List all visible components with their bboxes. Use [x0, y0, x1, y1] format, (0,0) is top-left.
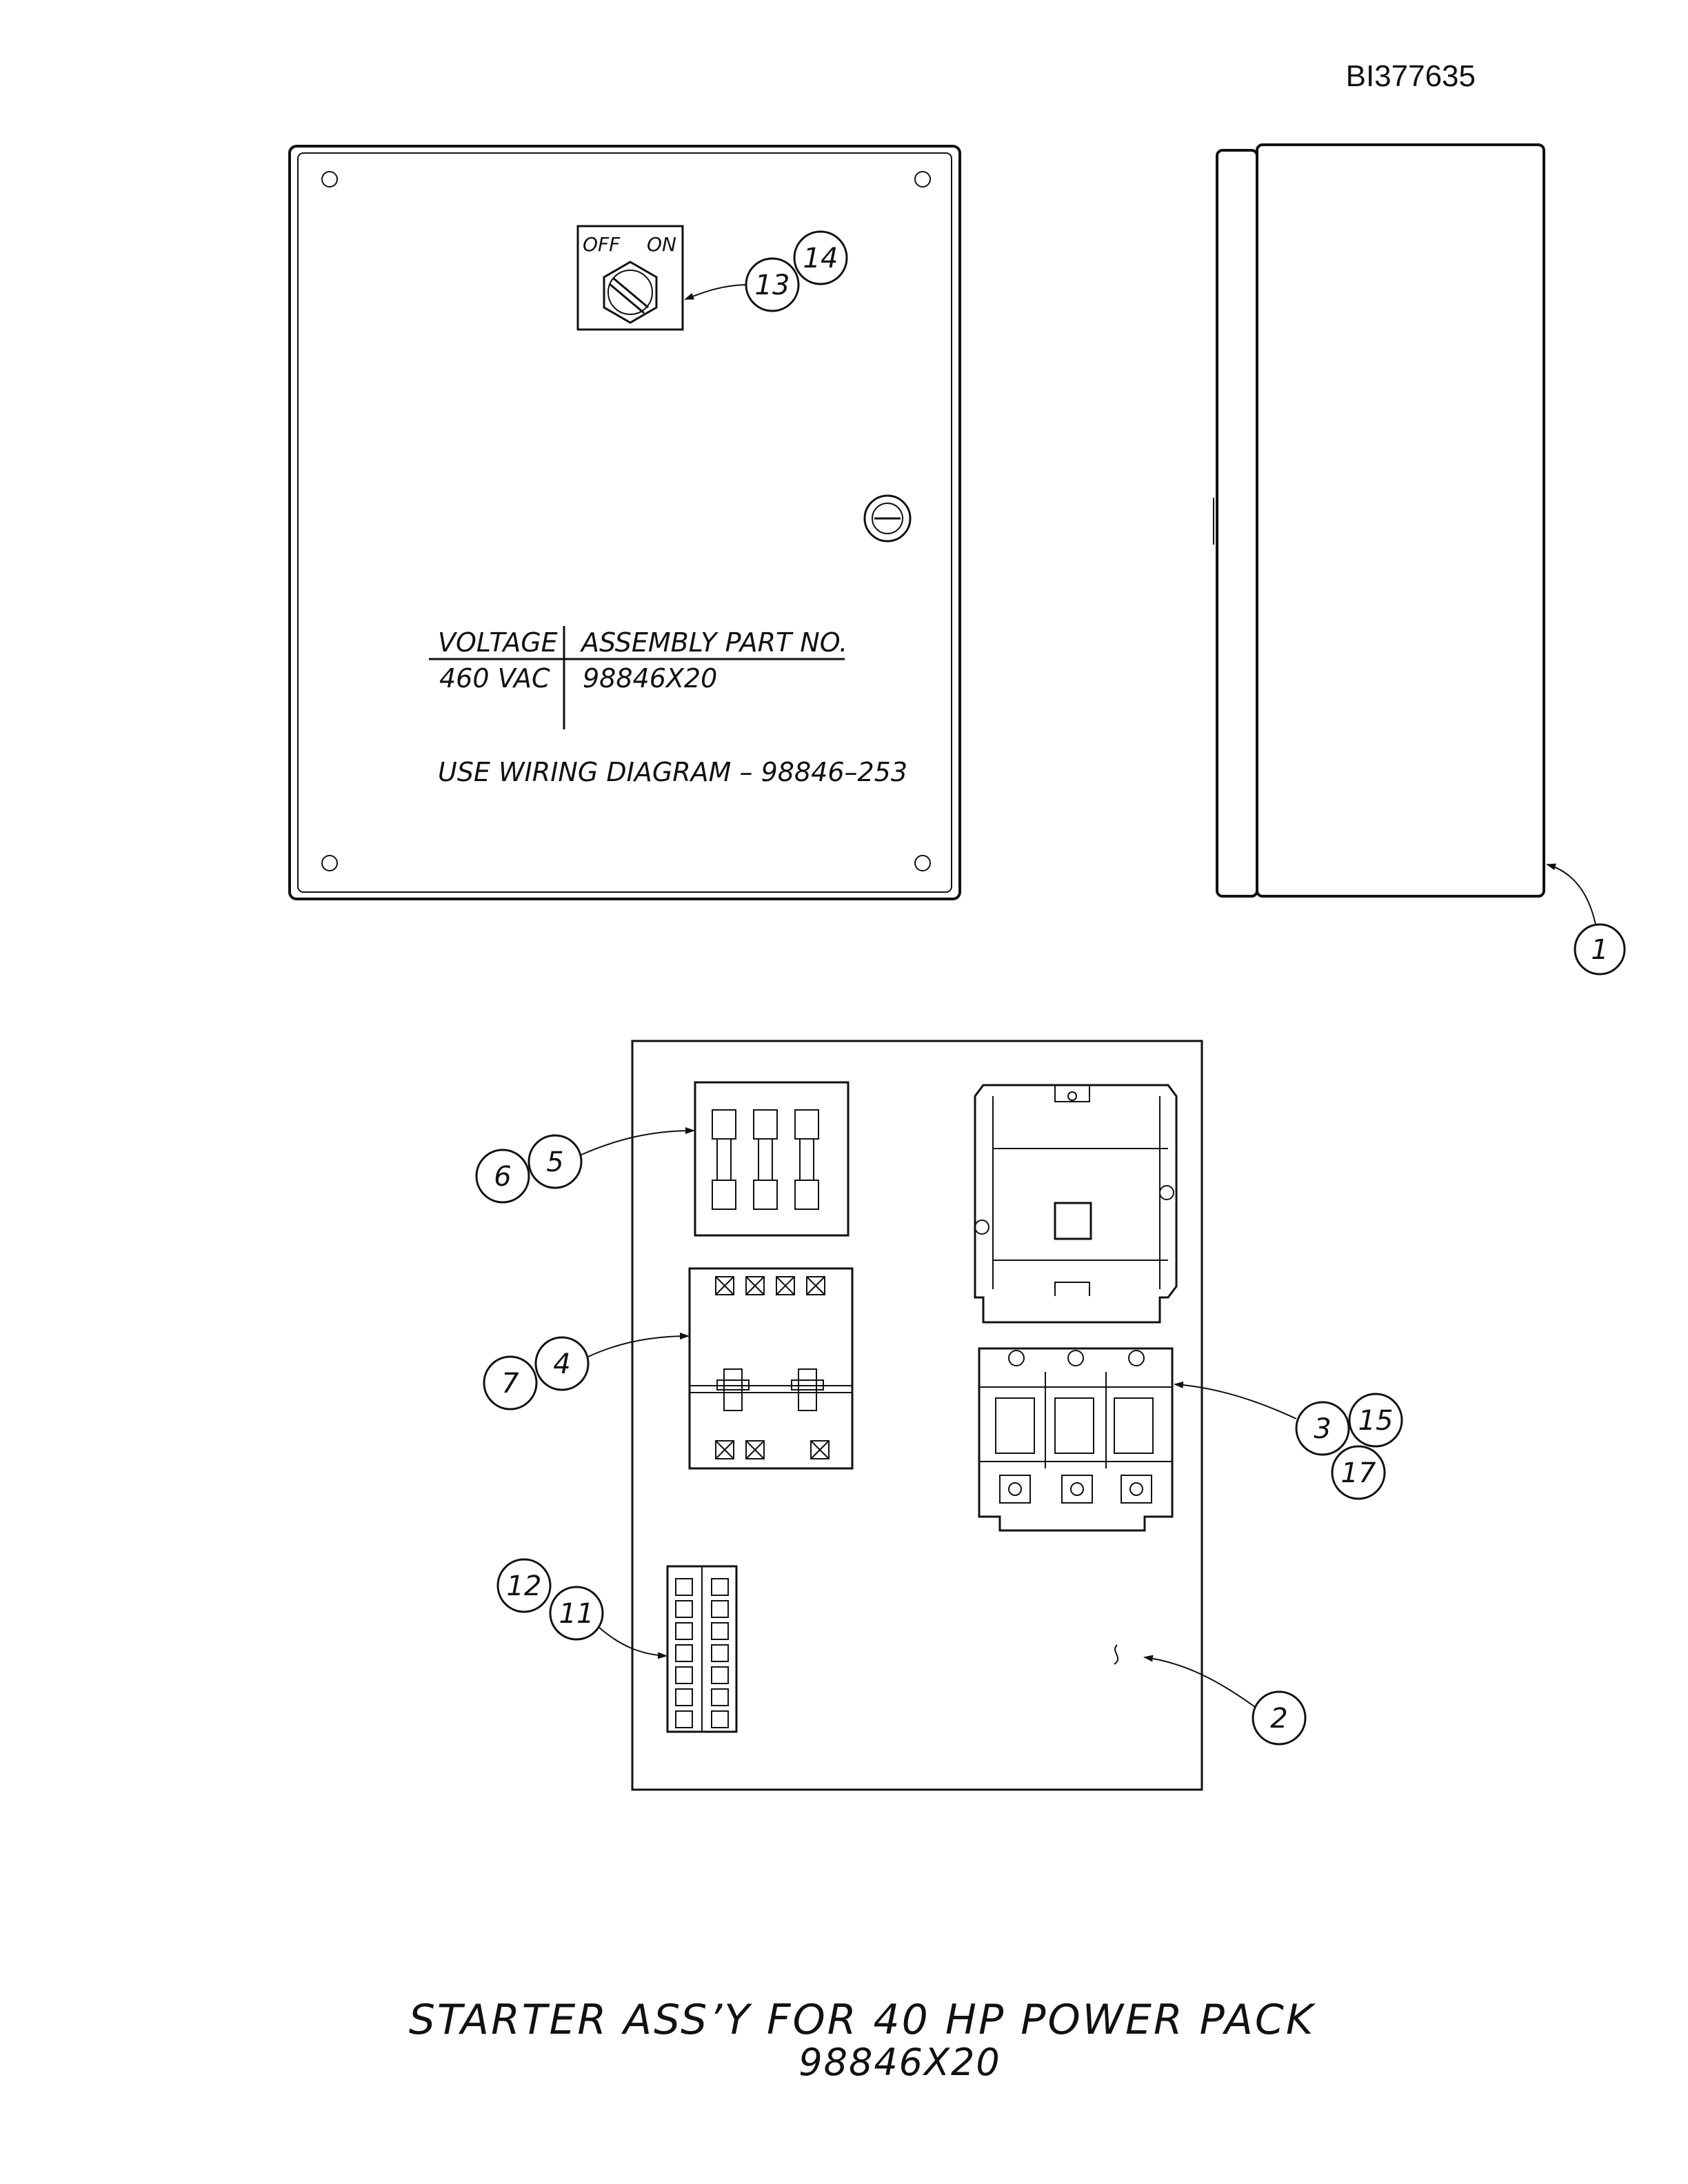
callout-15: 15: [1348, 1393, 1403, 1448]
callout-14: 14: [793, 230, 848, 285]
assembly-part-header: ASSEMBLY PART NO.: [579, 627, 847, 658]
drawing-part-number: 98846X20: [798, 2041, 1001, 2084]
fuse-block: [694, 1081, 850, 1237]
callout-6: 6: [475, 1149, 530, 1204]
wiring-diagram-note: USE WIRING DIAGRAM – 98846–253: [438, 757, 907, 787]
fuse-icon: [712, 1109, 736, 1210]
svg-text:17: 17: [1341, 1457, 1376, 1489]
svg-text:11: 11: [559, 1598, 594, 1630]
svg-text:1: 1: [1591, 934, 1608, 966]
switch-on-label: ON: [647, 233, 676, 256]
contactor-coil-window: [1054, 1202, 1092, 1240]
svg-text:13: 13: [755, 270, 790, 301]
svg-text:15: 15: [1358, 1405, 1394, 1437]
callout-17: 17: [1331, 1445, 1386, 1500]
callout-5: 5: [528, 1127, 695, 1189]
drawing-title: STARTER ASS’Y FOR 40 HP POWER PACK: [409, 1996, 1316, 2044]
callout-12: 12: [496, 1558, 552, 1613]
fuse-icon: [794, 1109, 819, 1210]
svg-text:6: 6: [494, 1161, 511, 1193]
off-on-switch: OFF ON: [576, 225, 684, 331]
svg-text:7: 7: [501, 1368, 519, 1399]
callout-2: 2: [1114, 1644, 1307, 1746]
svg-text:2: 2: [1270, 1703, 1287, 1735]
voltage-value: 460 VAC: [439, 663, 550, 694]
svg-text:4: 4: [553, 1348, 570, 1380]
corner-screw-icon: [321, 855, 338, 871]
svg-text:5: 5: [546, 1146, 563, 1178]
callout-11: 11: [549, 1586, 667, 1659]
back-panel: [631, 1040, 1203, 1791]
callout-7: 7: [483, 1355, 538, 1410]
svg-text:14: 14: [803, 243, 838, 274]
voltage-header: VOLTAGE: [438, 627, 558, 658]
door-latch-icon: [863, 494, 912, 543]
enclosure-side-view: [1213, 143, 1545, 898]
document-id: BI377635: [1346, 59, 1476, 93]
fuse-icon: [753, 1109, 778, 1210]
control-transformer: [688, 1267, 854, 1470]
corner-screw-icon: [321, 171, 338, 188]
callout-4: 4: [534, 1333, 690, 1391]
enclosure-front-view: OFF ON VOLTAGE ASSEMBLY PART NO. 460 VAC…: [288, 145, 961, 900]
callout-13: 13: [684, 257, 800, 312]
motor-starter-contactor: [974, 1084, 1178, 1532]
svg-text:12: 12: [507, 1570, 542, 1602]
callout-3: 3: [1174, 1381, 1350, 1456]
nameplate-table: VOLTAGE ASSEMBLY PART NO. 460 VAC 98846X…: [429, 626, 847, 729]
switch-knob-hex-icon: [603, 261, 658, 324]
svg-text:3: 3: [1314, 1413, 1331, 1445]
corner-screw-icon: [914, 855, 931, 871]
switch-off-label: OFF: [583, 233, 621, 256]
terminal-strip: [666, 1565, 738, 1733]
corner-screw-icon: [914, 171, 931, 188]
assembly-part-value: 98846X20: [583, 663, 717, 694]
callout-1: 1: [1546, 863, 1626, 975]
